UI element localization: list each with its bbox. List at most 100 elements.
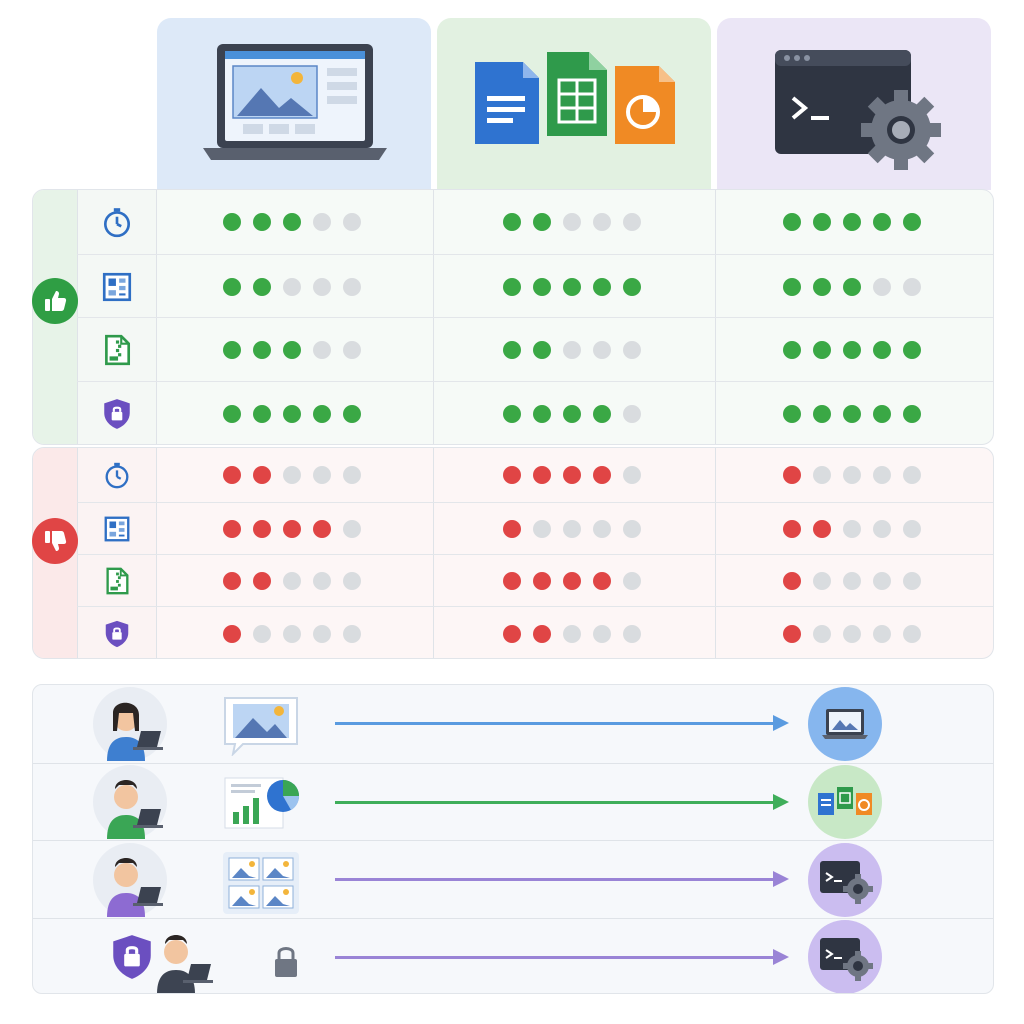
filled-dot [223,341,241,359]
shield-lock-icon [77,382,157,445]
mapping-arrow [335,871,789,888]
empty-dot [873,572,891,590]
empty-dot [533,520,551,538]
image-gallery-icon [221,850,301,921]
filled-dot [223,405,241,423]
empty-dot [813,466,831,484]
laptop-target-icon [808,686,882,761]
empty-dot [843,624,861,643]
filled-dot [283,213,301,231]
rating-dots [503,341,641,359]
filled-dot [813,405,831,423]
filled-dot [223,520,241,538]
filled-dot [223,624,241,643]
rating-dots [783,277,921,296]
empty-dot [313,213,331,231]
rating-row-layout [77,254,993,317]
pros-panel [32,189,994,445]
filled-dot [783,466,801,484]
laptop-image-icon [203,44,387,160]
filled-dot [223,277,241,296]
scenario-row [33,840,993,918]
filled-dot [623,277,641,296]
empty-dot [873,624,891,643]
filled-dot [503,466,521,484]
filled-dot [313,520,331,538]
scenario-row [33,917,993,993]
filled-dot [283,520,301,538]
empty-dot [873,466,891,484]
rating-row-layout [77,502,993,554]
mapping-arrow [335,948,789,965]
empty-dot [873,277,891,296]
filled-dot [253,341,271,359]
filled-dot [873,213,891,231]
empty-dot [623,572,641,590]
empty-dot [343,624,361,643]
empty-dot [313,572,331,590]
filled-dot [253,520,271,538]
rating-row-speed [77,190,993,254]
bar-pie-chart-icon [221,772,305,839]
image-bubble-icon [221,694,301,761]
empty-dot [283,466,301,484]
filled-dot [783,624,801,643]
woman-on-laptop-avatar [93,686,167,761]
rating-dots [783,520,921,538]
man-with-shield-avatar [143,920,217,993]
shield-lock-icon [77,607,157,659]
filled-dot [783,277,801,296]
empty-dot [563,624,581,643]
docs-sheets-slides-icon [475,52,675,144]
empty-dot [903,466,921,484]
empty-dot [563,213,581,231]
rating-dots [223,277,361,296]
empty-dot [253,624,271,643]
filled-dot [563,572,581,590]
rating-dots [783,466,921,484]
empty-dot [343,277,361,296]
empty-dot [313,466,331,484]
rating-dots [783,624,921,643]
terminal-target-icon [808,842,882,917]
empty-dot [623,466,641,484]
filled-dot [533,213,551,231]
filled-dot [783,572,801,590]
filled-dot [873,405,891,423]
filled-dot [563,277,581,296]
empty-dot [283,277,301,296]
padlock-icon [221,927,301,993]
filled-dot [533,466,551,484]
filled-dot [903,341,921,359]
empty-dot [623,405,641,423]
filled-dot [533,572,551,590]
filled-dot [813,277,831,296]
rating-dots [503,405,641,423]
filled-dot [253,277,271,296]
empty-dot [593,213,611,231]
empty-dot [343,572,361,590]
rating-dots [223,520,361,538]
filled-dot [533,341,551,359]
cons-panel [32,447,994,659]
mapping-arrow [335,715,789,732]
empty-dot [813,624,831,643]
stopwatch-icon [77,190,157,254]
filled-dot [843,213,861,231]
column-header-office-docs [437,18,711,190]
man-purple-shirt-avatar [93,842,167,917]
thumbs-up-icon [32,278,78,324]
filled-dot [223,213,241,231]
filled-dot [533,405,551,423]
filled-dot [593,405,611,423]
rating-dots [503,572,641,590]
rating-dots [783,572,921,590]
empty-dot [283,624,301,643]
rating-row-file-handling [77,317,993,381]
filled-dot [563,405,581,423]
shield-lock-icon [107,931,157,988]
empty-dot [843,520,861,538]
filled-dot [503,624,521,643]
filled-dot [783,213,801,231]
empty-dot [843,466,861,484]
